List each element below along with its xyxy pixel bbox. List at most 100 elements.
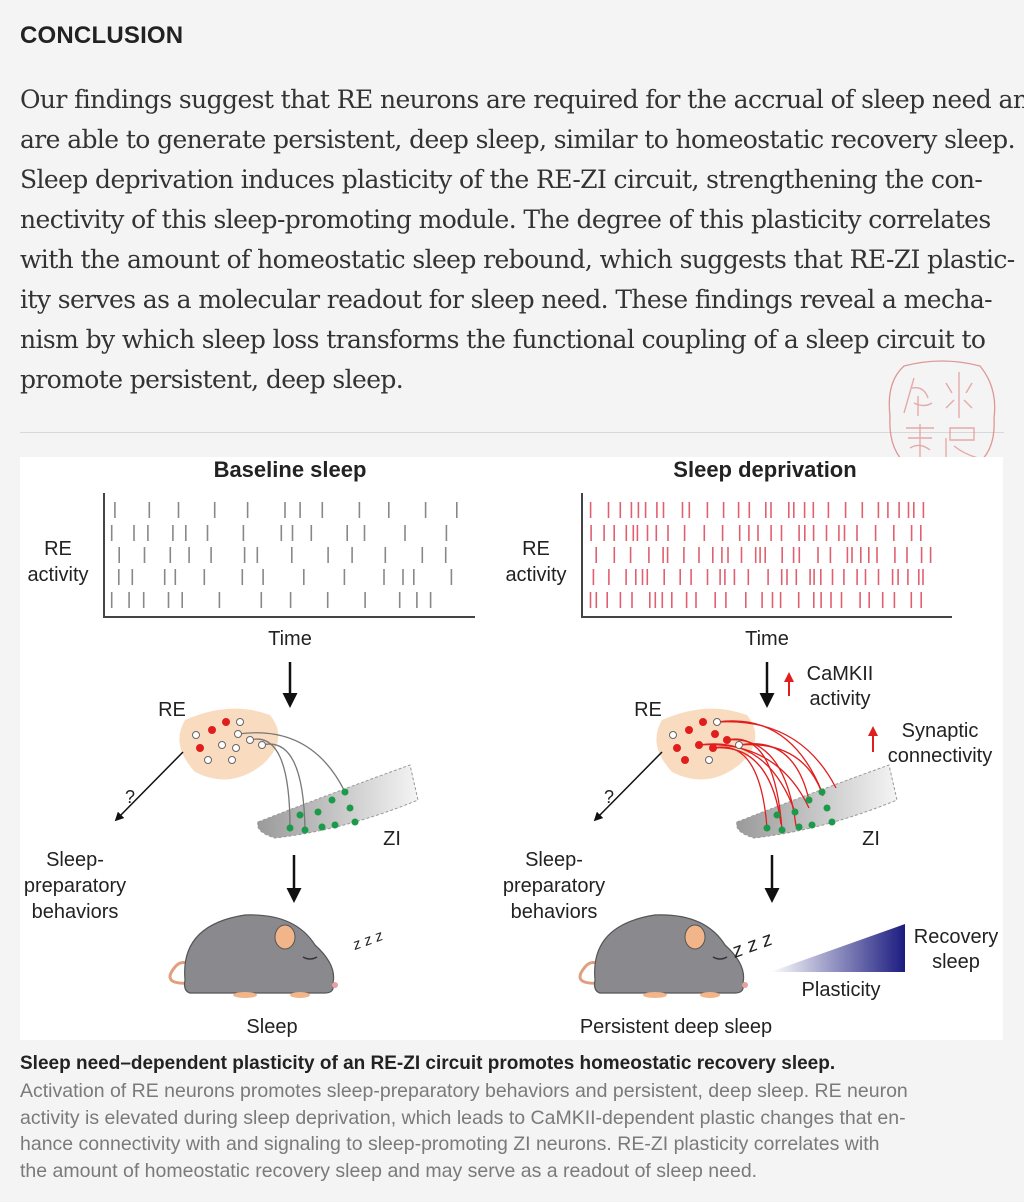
zi-neuron [314,808,322,816]
behaviors-label: preparatory [503,875,605,897]
zi-neuron [331,821,339,829]
baseline-title: Baseline sleep [214,457,367,482]
zi-region [257,764,419,839]
mouse-ear [684,924,706,950]
mouse-ear [274,924,296,950]
outcome-label: Persistent deep sleep [580,1016,772,1038]
re-activity-label: RE [44,538,72,560]
behaviors-label: preparatory [24,875,126,897]
conclusion-paragraph: Our findings suggest that RE neurons are… [20,80,1024,400]
zi-neuron [351,818,359,826]
re-nucleus [179,708,279,780]
re-neuron [258,741,266,749]
neurons-deprivation [669,718,837,834]
caption-line: hance connectivity with and signaling to… [20,1133,880,1155]
graphical-abstract-figure: Baseline sleep RE activity Time RE ZI ? … [20,457,1003,1040]
zi-label: ZI [862,828,880,850]
recovery-sleep-label: Recovery [914,926,998,948]
section-heading: CONCLUSION [20,22,184,49]
re-neuron [735,741,743,749]
paragraph-line: promote persistent, deep sleep. [20,365,404,394]
caption-line: the amount of homeostatic recovery sleep… [20,1159,758,1182]
zi-neuron [823,804,831,812]
sleeping-mouse-icon [578,914,748,998]
raster-axis-baseline [103,493,475,618]
paragraph-line: are able to generate persistent, deep sl… [20,125,1016,154]
zzz-icon: z z z [350,927,386,954]
mouse-paw [643,992,667,998]
plasticity-label: Plasticity [802,979,881,1001]
deprivation-title: Sleep deprivation [673,457,856,482]
sleeping-mouse-icon [168,914,338,998]
zi-neuron [808,821,816,829]
active-re-neuron [685,726,693,734]
mouse-body [593,914,745,994]
active-re-neuron [709,744,717,752]
paragraph-line: with the amount of homeostatic sleep reb… [20,245,1015,274]
zi-neuron [818,788,826,796]
recovery-sleep-label: sleep [932,951,980,973]
zi-neuron [346,804,354,812]
paragraph-line: Our findings suggest that RE neurons are… [20,85,1024,114]
zi-neuron [773,811,781,819]
re-zi-projection [261,743,306,831]
behaviors-label: Sleep- [525,849,583,871]
re-neuron [705,756,713,764]
raster-baseline [110,502,458,608]
question-mark: ? [125,787,135,807]
re-zi-projection [738,743,810,801]
plasticity-gradient-triangle [770,924,905,972]
camkii-label: CaMKII [807,663,874,685]
re-neuron [232,744,240,752]
behaviors-label: Sleep- [46,849,104,871]
re-activity-label: activity [27,564,88,586]
mouse-paw [290,992,310,998]
question-mark: ? [604,787,614,807]
neurons-baseline [192,718,359,834]
zi-neuron [795,823,803,831]
re-neuron [228,756,236,764]
re-neuron [236,718,244,726]
figure-canvas: Baseline sleep RE activity Time RE ZI ? … [24,457,998,1038]
paragraph-line: Sleep deprivation induces plasticity of … [20,165,983,194]
re-label: RE [634,699,662,721]
re-neuron [246,736,254,744]
re-zi-projection [716,721,837,789]
caption-title: Sleep need–dependent plasticity of an RE… [20,1053,836,1074]
mouse-closed-eye [302,956,318,960]
arrow-to-behaviors [114,751,184,822]
zi-neuron [328,796,336,804]
caption-body: Activation of RE neurons promotes sleep-… [20,1078,1010,1184]
active-re-neuron [208,726,216,734]
active-re-neuron [723,736,731,744]
mouse-body [183,914,335,994]
time-label: Time [268,628,312,650]
seal-stamp-watermark [888,360,996,471]
paragraph-line: ity serves as a molecular readout for sl… [20,285,993,314]
re-zi-projection [698,744,810,809]
behaviors-label: behaviors [511,901,598,923]
re-neuron [218,741,226,749]
re-activity-label: RE [522,538,550,560]
zi-neuron [763,824,771,832]
re-zi-projection [237,732,346,793]
zi-neuron [286,824,294,832]
raster-deprivation [589,502,932,608]
mouse-body-group [168,914,338,998]
re-zi-projection [712,747,782,825]
zi-neuron [778,826,786,834]
re-label: RE [158,699,186,721]
active-re-neuron [699,718,707,726]
zi-neuron [318,823,326,831]
active-re-neuron [673,744,681,752]
re-neuron [234,730,242,738]
paragraph-line: nism by which sleep loss transforms the … [20,325,986,354]
active-re-neuron [695,741,703,749]
zi-neuron [301,826,309,834]
synaptic-label: connectivity [888,745,993,767]
caption-line: activity is elevated during sleep depriv… [20,1106,906,1129]
paragraph-line: nectivity of this sleep-promoting module… [20,205,991,234]
re-neuron [669,731,677,739]
zi-neuron [341,788,349,796]
raster-axis-deprivation [581,493,952,618]
